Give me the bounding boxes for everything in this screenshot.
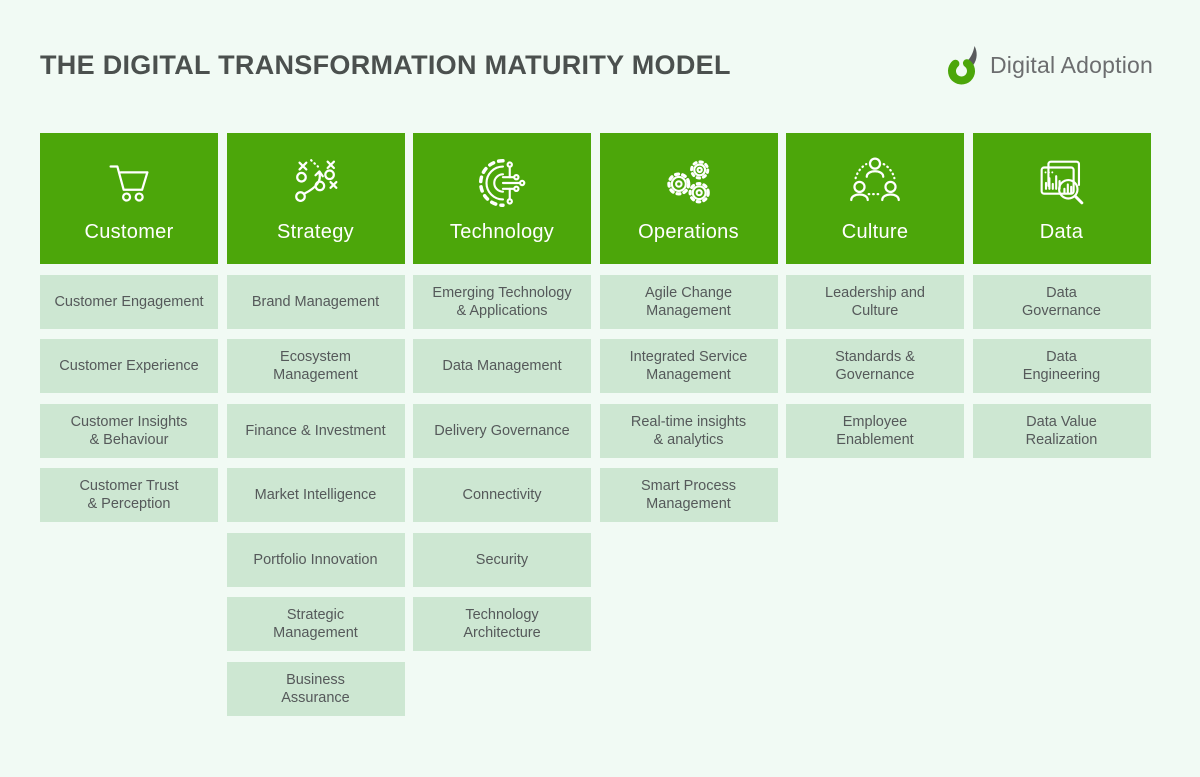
item-data-governance: Data Governance: [972, 274, 1151, 329]
brand-logo-text: Digital Adoption: [989, 51, 1153, 78]
item-finance-investment: Finance & Investment: [226, 403, 405, 458]
item-customer-experience: Customer Experience: [40, 339, 218, 393]
item-realtime-insights-analytics: Real-time insights & analytics: [599, 403, 778, 458]
column-title: Culture: [841, 221, 909, 243]
data-header: Data: [972, 133, 1151, 264]
item-emerging-technology-applications: Emerging Technology & Applications: [413, 274, 591, 329]
pillars-grid: Customer Customer Engagement Customer Ex…: [40, 133, 1151, 716]
item-customer-engagement: Customer Engagement: [40, 274, 218, 329]
digital-adoption-logo-icon: [947, 44, 987, 86]
item-market-intelligence: Market Intelligence: [226, 468, 405, 522]
column-strategy: Strategy Brand Management Ecosystem Mana…: [226, 133, 405, 716]
item-business-assurance: Business Assurance: [226, 661, 405, 716]
item-customer-trust-perception: Customer Trust & Perception: [40, 468, 218, 522]
gears-icon: [656, 150, 722, 216]
item-connectivity: Connectivity: [413, 468, 591, 522]
column-title: Strategy: [277, 221, 354, 243]
customer-header: Customer: [40, 133, 218, 264]
item-customer-insights-behaviour: Customer Insights & Behaviour: [40, 403, 218, 458]
item-security: Security: [413, 532, 591, 587]
people-network-icon: [842, 150, 908, 216]
column-title: Data: [1039, 221, 1084, 243]
column-operations: Operations Agile Change Management Integ…: [599, 133, 778, 522]
item-integrated-service-management: Integrated Service Management: [599, 339, 778, 393]
item-smart-process-management: Smart Process Management: [599, 468, 778, 522]
item-ecosystem-management: Ecosystem Management: [226, 339, 405, 393]
operations-header: Operations: [599, 133, 778, 264]
gear-circuit-icon: [469, 150, 535, 216]
item-data-value-realization: Data Value Realization: [972, 403, 1151, 458]
column-customer: Customer Customer Engagement Customer Ex…: [40, 133, 218, 522]
item-brand-management: Brand Management: [226, 274, 405, 329]
column-title: Technology: [449, 221, 555, 243]
item-strategic-management: Strategic Management: [226, 597, 405, 651]
shopping-cart-icon: [96, 150, 162, 216]
data-analytics-icon: [1029, 150, 1095, 216]
brand-logo: Digital Adoption: [947, 44, 1153, 86]
column-culture: Culture Leadership and Culture Standards…: [786, 133, 964, 458]
culture-header: Culture: [786, 133, 964, 264]
item-employee-enablement: Employee Enablement: [786, 403, 964, 458]
item-delivery-governance: Delivery Governance: [413, 403, 591, 458]
strategy-header: Strategy: [226, 133, 405, 264]
column-technology: Technology Emerging Technology & Applica…: [413, 133, 591, 651]
item-data-management: Data Management: [413, 339, 591, 393]
column-title: Customer: [84, 221, 174, 243]
page-title: THE DIGITAL TRANSFORMATION MATURITY MODE…: [40, 50, 731, 80]
item-technology-architecture: Technology Architecture: [413, 597, 591, 651]
item-agile-change-management: Agile Change Management: [599, 274, 778, 329]
item-data-engineering: Data Engineering: [972, 339, 1151, 393]
tactics-plan-icon: [283, 150, 349, 216]
item-standards-governance: Standards & Governance: [786, 339, 964, 393]
item-leadership-and-culture: Leadership and Culture: [786, 274, 964, 329]
column-title: Operations: [638, 221, 739, 243]
technology-header: Technology: [413, 133, 591, 264]
column-data: Data Data Governance Data Engineering Da…: [972, 133, 1151, 458]
item-portfolio-innovation: Portfolio Innovation: [226, 532, 405, 587]
